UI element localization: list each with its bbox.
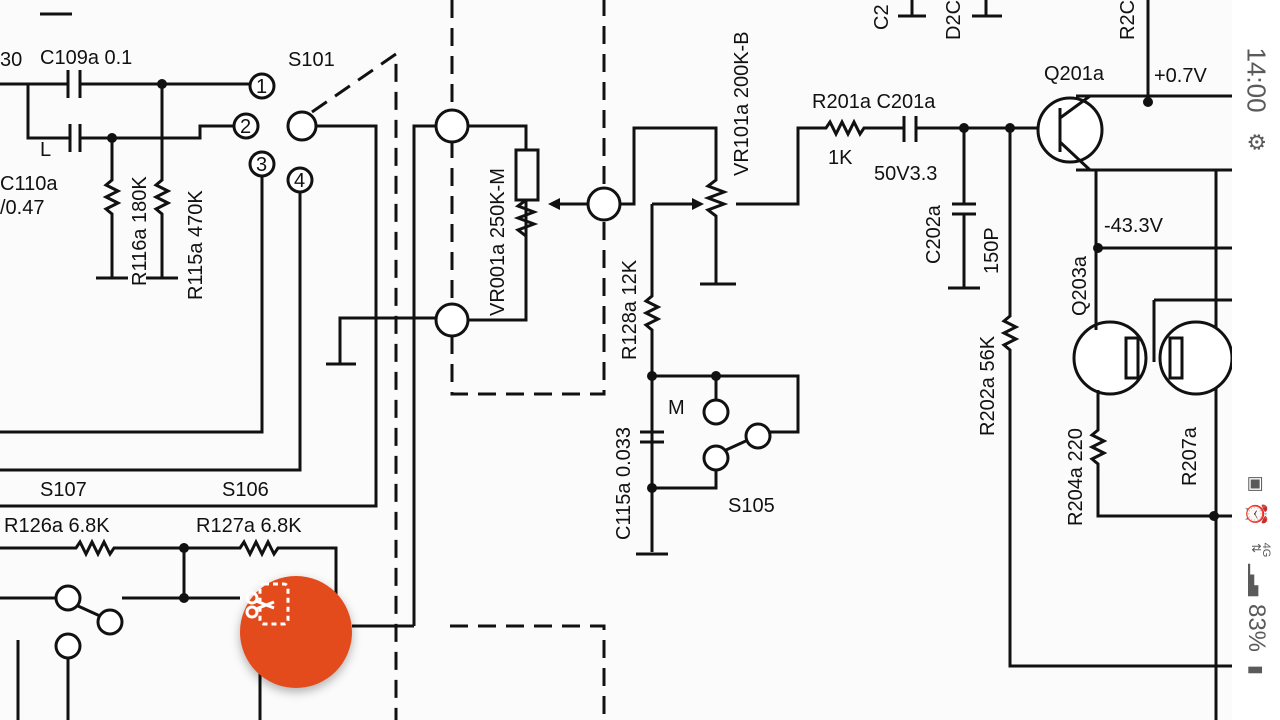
label-top-r2: R2C <box>1117 0 1139 40</box>
battery-icon: ▮ <box>1246 665 1267 675</box>
label-r127a: R127a 6.8K <box>196 515 302 537</box>
battery-percent: 83% <box>1243 603 1270 653</box>
label-c110a-value: /0.47 <box>0 197 44 219</box>
label-pin-1: 1 <box>256 76 267 98</box>
label-r126a: R126a 6.8K <box>4 515 110 537</box>
screenshot-scissors-icon <box>245 582 290 626</box>
label-r201a-value: 1K <box>828 147 853 169</box>
label-pin-3: 3 <box>256 154 267 176</box>
label-r202a: R202a 56K <box>977 335 999 436</box>
screenshot-scissors-button[interactable] <box>240 576 352 688</box>
label-c109a: C109a 0.1 <box>40 47 132 69</box>
label-voltage-minus: -43.3V <box>1104 215 1164 237</box>
label-q201a: Q201a <box>1044 63 1105 85</box>
label-c110a: C110a <box>0 173 58 195</box>
schematic-image-viewer[interactable]: 30 C109a 0.1 S101 C110a /0.47 R116a 180K… <box>0 0 1232 720</box>
network-type: 4G <box>1260 542 1272 558</box>
label-c201a-value: 50V3.3 <box>874 163 937 185</box>
status-bar: 14:00 ⚙ ▣ ⏰ ⇅ 4G ▁▃▅ 83% ▮ <box>1232 0 1280 720</box>
signal-icon: ▁▃▅ <box>1248 563 1265 597</box>
label-s105: S105 <box>728 495 775 517</box>
sync-icon: ⚙ <box>1244 132 1269 152</box>
label-r201a-c201a: R201a C201a <box>812 91 936 113</box>
label-c202a-value: 150P <box>981 227 1003 274</box>
label-vr001a: VR001a 250K-M <box>487 168 509 316</box>
label-q203a: Q203a <box>1069 255 1091 316</box>
label-m-mark: M <box>668 397 685 419</box>
label-s101: S101 <box>288 49 335 71</box>
label-r204a: R204a 220 <box>1065 428 1087 526</box>
label-top-c2: C2 <box>871 4 893 30</box>
label-l-mark: L <box>40 139 51 161</box>
alarm-icon: ⏰ <box>1244 501 1267 527</box>
label-r128a: R128a 12K <box>619 259 641 360</box>
label-c202a: C202a <box>923 204 945 264</box>
label-s107: S107 <box>40 479 87 501</box>
schematic-drawing: 30 C109a 0.1 S101 C110a /0.47 R116a 180K… <box>0 0 1232 720</box>
label-pin-2: 2 <box>240 116 251 138</box>
label-r115a: R115a 470K <box>185 190 207 300</box>
label-r116a: R116a 180K <box>129 176 151 286</box>
label-30: 30 <box>0 49 22 71</box>
battery-saver-icon: ▣ <box>1246 475 1267 493</box>
status-time: 14:00 <box>1241 47 1272 113</box>
label-voltage-plus: +0.7V <box>1154 65 1207 87</box>
label-c115a: C115a 0.033 <box>613 427 635 540</box>
label-r207a: R207a <box>1179 426 1201 486</box>
label-top-d2: D2C <box>943 0 965 40</box>
label-s106: S106 <box>222 479 269 501</box>
label-vr101a: VR101a 200K-B <box>731 31 753 176</box>
label-pin-4: 4 <box>294 170 305 192</box>
